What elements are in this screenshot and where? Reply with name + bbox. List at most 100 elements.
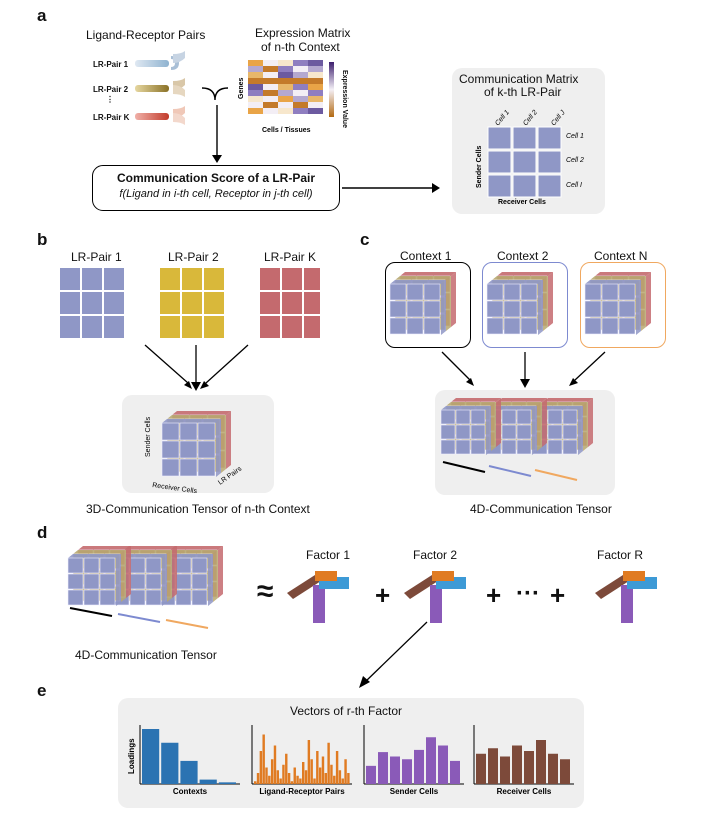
cube-side (583, 402, 588, 451)
cube-top (78, 546, 131, 550)
cube-top (451, 398, 501, 402)
comm-row-label-i: Cell I (566, 182, 582, 189)
chart-bar (500, 756, 510, 784)
cube-top (487, 280, 543, 284)
cube-cell (197, 440, 216, 459)
heatmap-cell (308, 90, 323, 96)
cube-side (537, 402, 542, 451)
down-arrow-icon (212, 105, 222, 163)
heatmap-cell (248, 96, 263, 102)
chart-bar (338, 770, 342, 784)
cube-top (172, 411, 231, 415)
heatmap-cell (263, 78, 278, 84)
lr-matrix-cell (104, 268, 124, 290)
cube-cell (470, 409, 486, 425)
cube-cell (618, 283, 636, 301)
chart-bar (560, 759, 570, 784)
chart-bar (265, 767, 268, 784)
chart-bar (524, 751, 534, 784)
cube-side (548, 272, 553, 327)
context-bar-n (534, 469, 578, 481)
cube-cell (83, 557, 100, 574)
lr-pair-label-2: LR-Pair 2 (93, 85, 129, 94)
panel-d-caption: 4D-Communication Tensor (75, 648, 217, 662)
heatmap-cell (308, 102, 323, 108)
chart-bar (180, 760, 198, 784)
comm-row-label-2: Cell 2 (566, 157, 584, 164)
chart-xlabel: Ligand-Receptor Pairs (259, 787, 345, 796)
chart-bar (390, 756, 400, 784)
chart-bar (426, 737, 436, 784)
chart-bar (268, 775, 271, 784)
cube-cell (145, 573, 162, 590)
cube-cell (191, 589, 208, 606)
cube-top (585, 280, 641, 284)
heatmap-cell (308, 96, 323, 102)
score-formula: f(Ligand in i-th cell, Receptor in j-th … (119, 188, 313, 200)
cube-cell (520, 300, 538, 318)
cube-cell (486, 317, 504, 335)
cube-cell (99, 573, 116, 590)
cube-cell (562, 409, 578, 425)
comm-cell (537, 126, 562, 150)
lr-matrix-cell (304, 268, 320, 290)
chart-bar (344, 759, 347, 784)
comm-matrix-grid: Cell 1 Cell 2 Cell J Cell 1 Cell 2 Cell … (476, 109, 584, 206)
cube-side (578, 406, 583, 455)
lr-pair-label-k: LR-Pair K (93, 113, 130, 122)
cube-cell (161, 422, 180, 441)
score-title: Communication Score of a LR-Pair (116, 171, 316, 185)
chart-bar (438, 745, 448, 784)
cube-cell (470, 439, 486, 455)
cube-cell (601, 300, 619, 318)
lr-matrix-cell (182, 316, 202, 338)
cube-cell (129, 557, 146, 574)
cube-cell (145, 557, 162, 574)
lr-matrix-cell (204, 268, 224, 290)
chart-bar (270, 759, 274, 784)
cube-cell (547, 439, 563, 455)
cube-cell (547, 409, 563, 425)
lr-matrix-cell (260, 268, 280, 290)
heatmap-cell (248, 90, 263, 96)
lr-pair-label-1: LR-Pair 1 (93, 60, 129, 69)
cube-side (221, 415, 226, 473)
lr-matrix-cell (160, 292, 180, 314)
factor-context-bar (432, 571, 454, 581)
heatmap-cell (278, 102, 293, 108)
lr-matrix-cell (104, 316, 124, 338)
panel-e-letter: e (37, 681, 47, 700)
chart-bar (476, 753, 486, 784)
lr-matrix-cell (60, 292, 80, 314)
plus-symbol-3: + (550, 580, 566, 610)
ellipsis-symbol: ··· (516, 580, 540, 607)
cube-cell (179, 458, 198, 477)
heatmap-cell (293, 90, 308, 96)
cube-side (646, 272, 651, 327)
cube-side (208, 554, 213, 606)
factor-label-r: Factor R (597, 548, 644, 562)
cube-cell (455, 424, 471, 440)
chart-bar (256, 773, 260, 784)
comm-col-label-j: Cell J (550, 109, 567, 127)
factor-glyphs (287, 571, 657, 623)
panel-c-arrows (441, 351, 606, 388)
cube-cell (423, 317, 441, 335)
factor-receiver-bar (595, 575, 629, 599)
context-bar-2 (117, 613, 161, 623)
chart-bar (296, 775, 299, 784)
chart-bar (512, 745, 522, 784)
cube-cell (175, 557, 192, 574)
expression-heatmap: Genes Cells / Tissues (238, 60, 334, 134)
cube-cell (584, 317, 602, 335)
cube-cell (67, 589, 84, 606)
cube-top (543, 398, 593, 402)
panel-c-caption: 4D-Communication Tensor (470, 502, 612, 516)
cube-side (532, 406, 537, 455)
heatmap-cell (278, 90, 293, 96)
cube-cell (455, 409, 471, 425)
heatmap-cell (293, 102, 308, 108)
factor-context-bar (315, 571, 337, 581)
context-label-1: Context 1 (400, 249, 452, 263)
heatmap-cell (263, 108, 278, 114)
